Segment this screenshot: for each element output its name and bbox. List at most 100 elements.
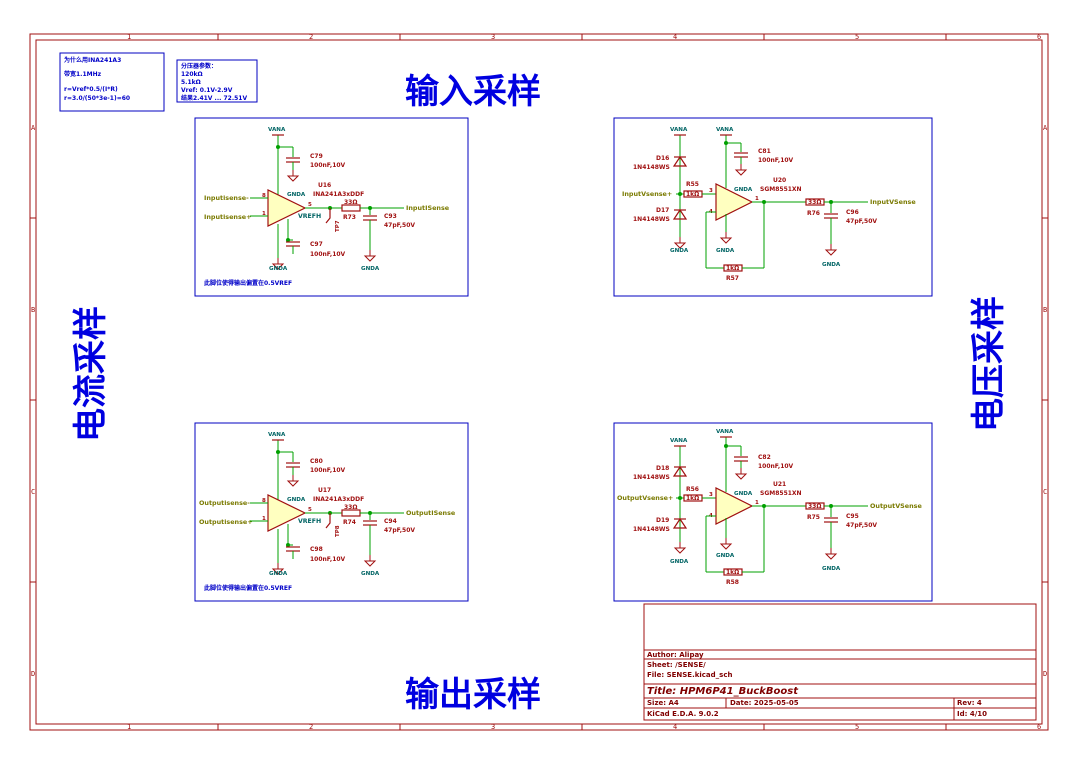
row-ref-right: A xyxy=(1043,124,1048,132)
row-ref-right: C xyxy=(1043,488,1047,496)
col-ref-bottom: 3 xyxy=(491,723,495,731)
gnd-label: GNDA xyxy=(361,266,380,272)
ic-part: SGM8551XN xyxy=(760,186,802,193)
res-value: 33Ω xyxy=(344,504,357,511)
opamp xyxy=(715,487,754,525)
testpoint-ref: TP8 xyxy=(335,525,341,537)
res-ref: R58 xyxy=(726,579,739,586)
diode xyxy=(672,208,688,220)
title-current-sampling: 电流采样 xyxy=(71,306,111,442)
gnd-label: GNDA xyxy=(716,248,735,254)
block-output-voltage: VANA D18 1N4148WS D19 1N4148WS GNDA Outp… xyxy=(613,422,933,602)
diode-ref: D19 xyxy=(656,517,669,524)
block-input-voltage: VANA D16 1N4148WS D17 1N4148WS GNDA Inpu… xyxy=(613,117,933,297)
res-value: 33Ω xyxy=(344,199,357,206)
diode-value: 1N4148WS xyxy=(633,474,670,481)
row-ref-left: A xyxy=(31,124,36,132)
net-label-in-neg: Inputisense- xyxy=(204,194,249,202)
row-ref-left: D xyxy=(31,670,35,678)
note-line: 结果2.41V ... 72.51V xyxy=(181,94,247,102)
tb-author: Author: Alipay xyxy=(647,651,704,659)
cap-ref: C80 xyxy=(310,458,323,465)
svg-text:8: 8 xyxy=(262,193,266,199)
cap-ref: C95 xyxy=(846,513,859,520)
note-line: r=Vref*0.5/(I*R) xyxy=(64,86,118,93)
note-line: 为什么用INA241A3 xyxy=(64,56,121,64)
diode-ref: D17 xyxy=(656,207,669,214)
note-line: 带宽1.1MHz xyxy=(64,70,102,78)
svg-text:3: 3 xyxy=(709,188,713,194)
inner-frame xyxy=(35,39,1043,725)
net-label-out: OutputVSense xyxy=(870,502,922,510)
ic-ref: U16 xyxy=(318,182,331,189)
tb-tool: KiCad E.D.A. 9.0.2 xyxy=(647,710,719,718)
tb-file: File: SENSE.kicad_sch xyxy=(647,671,732,679)
row-ref-right: D xyxy=(1043,670,1047,678)
diode-value: 1N4148WS xyxy=(633,526,670,533)
svg-text:5: 5 xyxy=(308,507,312,513)
vrefh-label: VREFH xyxy=(298,213,321,220)
net-label-in-pos: Outputisense+ xyxy=(199,518,253,526)
cap-value: 47pF,50V xyxy=(384,527,415,534)
res-value: 1kΩ xyxy=(686,495,699,502)
block-frame xyxy=(194,117,469,297)
net-label-in: OutputVsense+ xyxy=(617,494,673,502)
block-frame xyxy=(613,422,933,602)
tb-id: Id: 4/10 xyxy=(957,710,987,718)
col-ref-bottom: 1 xyxy=(127,723,131,731)
diode-ref: D18 xyxy=(656,465,669,472)
diode-ref: D16 xyxy=(656,155,669,162)
ina-amplifier xyxy=(267,494,307,532)
col-ref-bottom: 6 xyxy=(1037,723,1041,731)
svg-text:3: 3 xyxy=(709,492,713,498)
cap-value: 100nF,10V xyxy=(310,556,346,563)
diode-value: 1N4148WS xyxy=(633,216,670,223)
cap-value: 100nF,10V xyxy=(758,463,794,470)
gnd-label: GNDA xyxy=(716,553,735,559)
power-label: VANA xyxy=(268,127,286,133)
block-output-current: VANA C80 100nF,10V GNDA U17 INA241A3xDDF… xyxy=(194,422,469,602)
cap-ref: C81 xyxy=(758,148,771,155)
ina-note: 为什么用INA241A3 带宽1.1MHz r=Vref*0.5/(I*R) r… xyxy=(59,52,165,112)
ina-amplifier xyxy=(267,189,307,227)
net-label-in: InputVsense+ xyxy=(622,190,672,198)
col-ref-bottom: 5 xyxy=(855,723,859,731)
col-ref-bottom: 2 xyxy=(309,723,313,731)
power-label: VANA xyxy=(670,438,688,444)
tb-size: Size: A4 xyxy=(647,699,679,707)
cap-ref: C94 xyxy=(384,518,397,525)
gnd-label: GNDA xyxy=(734,491,753,497)
svg-text:1: 1 xyxy=(262,516,266,522)
diode-value: 1N4148WS xyxy=(633,164,670,171)
gnd-label: GNDA xyxy=(822,262,841,268)
row-ref-left: C xyxy=(31,488,35,496)
diode xyxy=(672,155,688,167)
cap-ref: C82 xyxy=(758,454,771,461)
diode xyxy=(672,465,688,477)
tb-rev: Rev: 4 xyxy=(957,699,982,707)
col-ref-top: 6 xyxy=(1037,33,1041,41)
res-value: 1kΩ xyxy=(726,569,739,576)
gnd-label: GNDA xyxy=(269,266,288,272)
tb-sheet: Sheet: /SENSE/ xyxy=(647,661,706,669)
net-label-out: OutputISense xyxy=(406,509,456,517)
testpoint-ref: TP7 xyxy=(335,220,341,232)
res-ref: R57 xyxy=(726,275,739,282)
gnd-label: GNDA xyxy=(822,566,841,572)
res-ref: R76 xyxy=(807,210,820,217)
svg-text:8: 8 xyxy=(262,498,266,504)
gnd-label: GNDA xyxy=(361,571,380,577)
svg-text:5: 5 xyxy=(308,202,312,208)
ic-part: INA241A3xDDF xyxy=(313,496,364,503)
net-label-in-neg: Outputisense- xyxy=(199,499,250,507)
outer-frame xyxy=(29,33,1049,731)
cap-value: 100nF,10V xyxy=(310,162,346,169)
cap-ref: C96 xyxy=(846,209,859,216)
vrefh-label: VREFH xyxy=(298,518,321,525)
block-input-current: VANA C79 100nF,10V GNDA U16 INA241A3xDDF… xyxy=(194,117,469,297)
svg-text:1: 1 xyxy=(755,196,759,202)
ref-note: 此脚位使得输出偏置在0.5VREF xyxy=(204,584,292,592)
net-label-out: InputVSense xyxy=(870,198,916,206)
res-value: 1kΩ xyxy=(726,265,739,272)
